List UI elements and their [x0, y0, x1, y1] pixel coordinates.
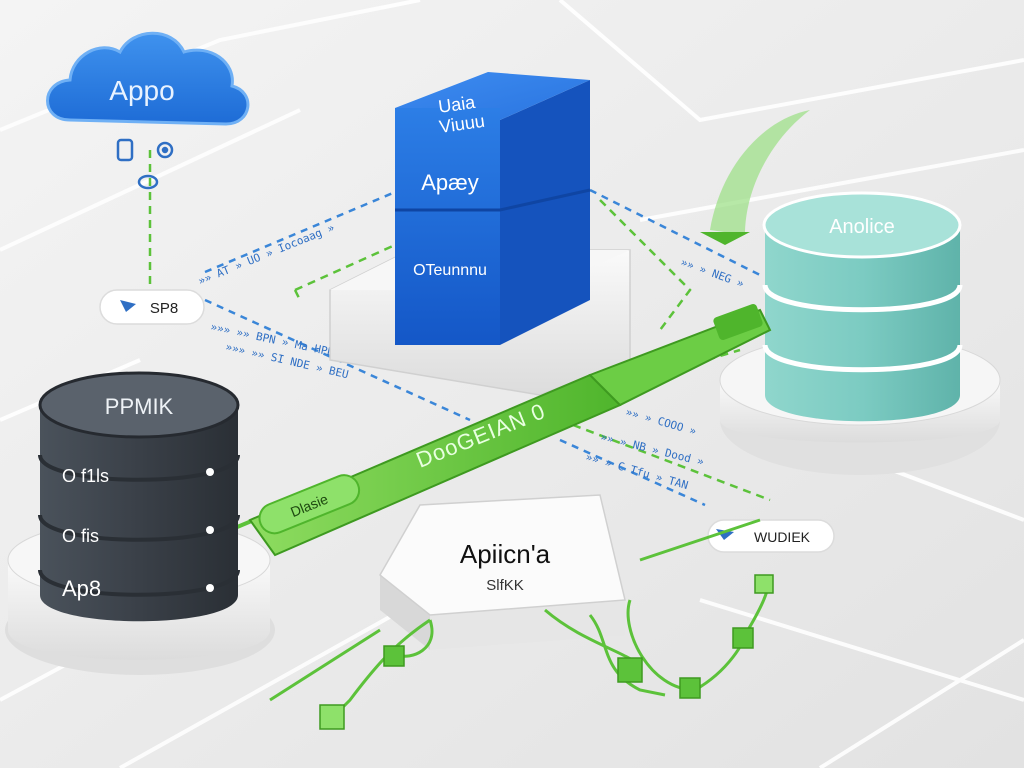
teal-db-top	[762, 191, 962, 259]
gear-icon	[156, 141, 174, 159]
pill-right[interactable]: WUDIEK	[707, 519, 835, 553]
pill-left-label: SP8	[150, 300, 178, 317]
teal-db-label: Anolice	[829, 216, 895, 238]
curved-arrow	[700, 110, 810, 245]
dark-db-row3: Ap8	[62, 576, 101, 601]
teal-db-node[interactable]: Anolice	[719, 191, 1001, 475]
dark-db-node[interactable]: PPMIK O f1ls O fis Ap8	[5, 371, 275, 675]
ring-icon	[137, 174, 159, 190]
dark-db-row1: O f1ls	[62, 466, 109, 486]
app-box-top	[379, 494, 626, 616]
dark-db-top	[38, 371, 240, 439]
app-box-subtitle: SlfKK	[486, 577, 524, 594]
pill-left[interactable]: SP8	[99, 289, 205, 325]
cube-mid-label: Apæy	[421, 170, 478, 195]
cloud-icon	[46, 31, 250, 126]
cube-top-label: Uaia Viuuu	[435, 91, 486, 137]
green-pipe: DooGEIAN 0 Dlasie	[229, 303, 772, 557]
dark-db-top-label: PPMIK	[105, 394, 174, 419]
cube-front	[395, 108, 500, 345]
dashed-links-green	[148, 150, 771, 502]
cube-side	[500, 80, 590, 345]
app-box-title: Apiicn'a	[460, 539, 551, 569]
pill-right-label: WUDIEK	[754, 529, 811, 545]
node-squares	[319, 574, 774, 730]
cloud-node[interactable]: Appo	[46, 31, 250, 126]
cube-bottom-label: OTeunnnu	[413, 262, 487, 279]
cloud-label: Appo	[109, 75, 174, 106]
app-box-node[interactable]: Apiicn'a SlfKK	[379, 494, 626, 650]
teal-db-body	[765, 225, 960, 422]
arrow-icon	[120, 300, 136, 312]
dark-db-row2: O fis	[62, 526, 99, 546]
device-icon	[116, 138, 134, 162]
app-box-front	[430, 600, 625, 650]
dark-db-body	[40, 405, 238, 622]
cloud-icons	[116, 138, 174, 190]
blue-cube-node[interactable]: Uaia Viuuu Apæy OTeunnnu	[329, 72, 631, 396]
app-box-side	[380, 575, 430, 650]
